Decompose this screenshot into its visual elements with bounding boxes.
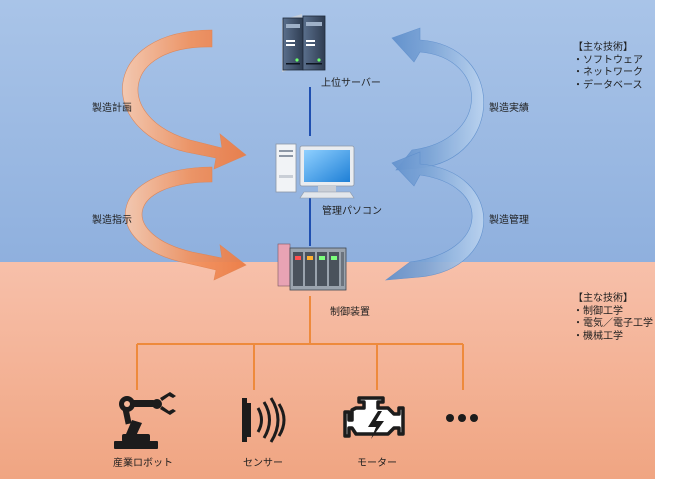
it-technologies-note: 【主な技術】 ・ソフトウェア ・ネットワーク ・データベース [573,42,643,92]
device-bus [136,296,464,390]
ot-note-item: ・機械工学 [573,330,623,342]
it-note-item: ・ネットワーク [573,67,643,78]
ot-note-heading: 【主な技術】 [573,293,633,304]
controller-icon [277,243,347,291]
ot-layer-background [0,262,655,479]
production-management-arrow [384,151,484,281]
controller-label: 制御装置 [330,307,370,318]
sensor-label: センサー [243,458,283,469]
motor-icon [343,396,405,439]
it-note-item: ・ソフトウェア [573,54,643,66]
management-pc-label: 管理パソコン [322,206,382,217]
it-note-item: ・データベース [573,79,643,91]
server-icon [282,14,326,72]
host-server-label: 上位サーバー [321,78,381,89]
production-result-label: 製造実績 [489,103,529,114]
industrial-robot-label: 産業ロボット [113,458,173,469]
production-instruction-label: 製造指示 [92,215,132,226]
production-plan-label: 製造計画 [92,103,132,114]
production-plan-arrow [122,29,247,170]
industrial-robot-icon [114,392,176,449]
production-result-arrow [391,27,484,171]
production-management-label: 製造管理 [489,215,529,226]
it-note-heading: 【主な技術】 [573,42,633,53]
more-devices-icon [446,414,478,422]
motor-label: モーター [357,458,397,469]
ot-note-item: ・電気／電子工学 [573,318,653,329]
sensor-icon [242,397,286,443]
management-pc-icon [275,143,355,199]
production-instruction-arrow [125,166,247,281]
it-layer-background [0,0,655,262]
ot-note-item: ・制御工学 [573,305,623,317]
ot-technologies-note: 【主な技術】 ・制御工学 ・電気／電子工学 ・機械工学 [573,293,653,343]
